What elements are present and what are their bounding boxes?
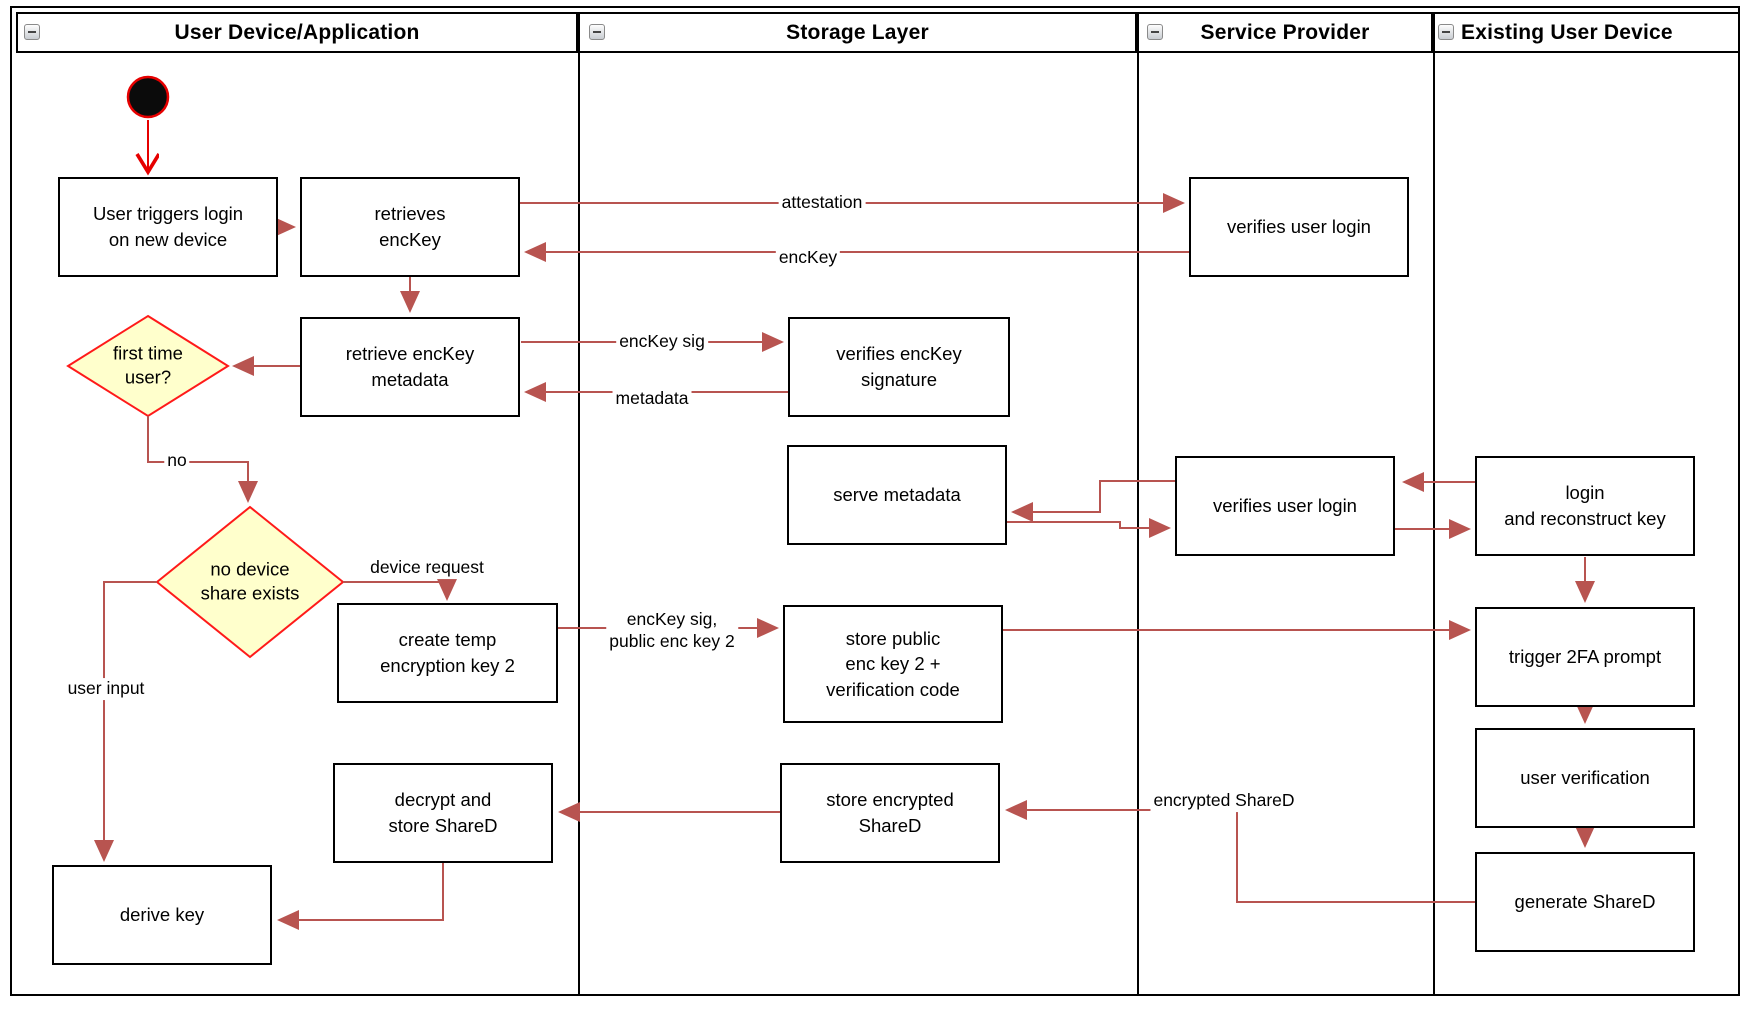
edge-label-metadata: metadata xyxy=(612,388,692,410)
edge-label-enckey-sig: encKey sig xyxy=(616,331,708,353)
activity-store-public-key: store public enc key 2 + verification co… xyxy=(783,605,1003,723)
decision-label-first-time-user: first time user? xyxy=(113,342,183,388)
activity-retrieves-enckey: retrieves encKey xyxy=(300,177,520,277)
edge-label-encrypted-shared: encrypted ShareD xyxy=(1150,790,1298,812)
lane-header-storage-layer: Storage Layer xyxy=(578,12,1137,53)
activity-user-verification: user verification xyxy=(1475,728,1695,828)
activity-derive-key: derive key xyxy=(52,865,272,965)
activity-store-encrypted-shared: store encrypted ShareD xyxy=(780,763,1000,863)
edge-decrypt-to-derive-key xyxy=(277,863,444,930)
activity-create-temp-key: create temp encryption key 2 xyxy=(337,603,558,703)
lane-title-existing-device: Existing User Device xyxy=(1461,20,1673,44)
activity-user-triggers-login: User triggers login on new device xyxy=(58,177,278,277)
edge-device-request xyxy=(343,579,457,601)
activity-verifies-enckey-signature: verifies encKey signature xyxy=(788,317,1010,417)
collapse-minus-icon[interactable] xyxy=(24,24,40,40)
lane-separator xyxy=(1433,51,1435,996)
activity-trigger-2fa: trigger 2FA prompt xyxy=(1475,607,1695,707)
edge-serve-metadata-to-verifies xyxy=(1007,518,1171,538)
lane-title-service-provider: Service Provider xyxy=(1200,20,1370,44)
activity-retrieve-enckey-metadata: retrieve encKey metadata xyxy=(300,317,520,417)
edge-label-device-request: device request xyxy=(367,557,487,579)
collapse-minus-icon[interactable] xyxy=(1147,24,1163,40)
edge-label-enckey-sig-public: encKey sig, public enc key 2 xyxy=(606,609,738,653)
activity-generate-shared: generate ShareD xyxy=(1475,852,1695,952)
lane-header-service-provider: Service Provider xyxy=(1137,12,1433,53)
edge-generate-to-store-encrypted xyxy=(1005,800,1475,903)
edge-label-attestation: attestation xyxy=(778,192,866,214)
edge-label-user-input: user input xyxy=(64,678,148,700)
decision-label-no-device-share: no device share exists xyxy=(200,558,300,604)
activity-verifies-user-login-top: verifies user login xyxy=(1189,177,1409,277)
activity-decrypt-store-shared: decrypt and store ShareD xyxy=(333,763,553,863)
edge-no-branch xyxy=(147,416,258,503)
edge-label-enckey: encKey xyxy=(775,247,841,269)
start-node xyxy=(126,75,170,119)
lane-separator xyxy=(1137,51,1139,996)
decision-no-device-share xyxy=(155,505,345,659)
activity-login-reconstruct-key: login and reconstruct key xyxy=(1475,456,1695,556)
lane-title-user-device: User Device/Application xyxy=(174,20,420,44)
edge-label-no: no xyxy=(164,450,190,472)
lane-title-storage-layer: Storage Layer xyxy=(786,20,929,44)
edge-user-input-to-derive-key xyxy=(94,581,157,862)
collapse-minus-icon[interactable] xyxy=(1438,24,1454,40)
activity-serve-metadata: serve metadata xyxy=(787,445,1007,545)
collapse-minus-icon[interactable] xyxy=(589,24,605,40)
lane-separator xyxy=(578,51,580,996)
lane-header-existing-device: Existing User Device xyxy=(1433,12,1740,53)
activity-verifies-user-login-mid: verifies user login xyxy=(1175,456,1395,556)
lane-header-user-device: User Device/Application xyxy=(16,12,578,53)
edge-verifies-to-serve-metadata xyxy=(1011,480,1175,522)
